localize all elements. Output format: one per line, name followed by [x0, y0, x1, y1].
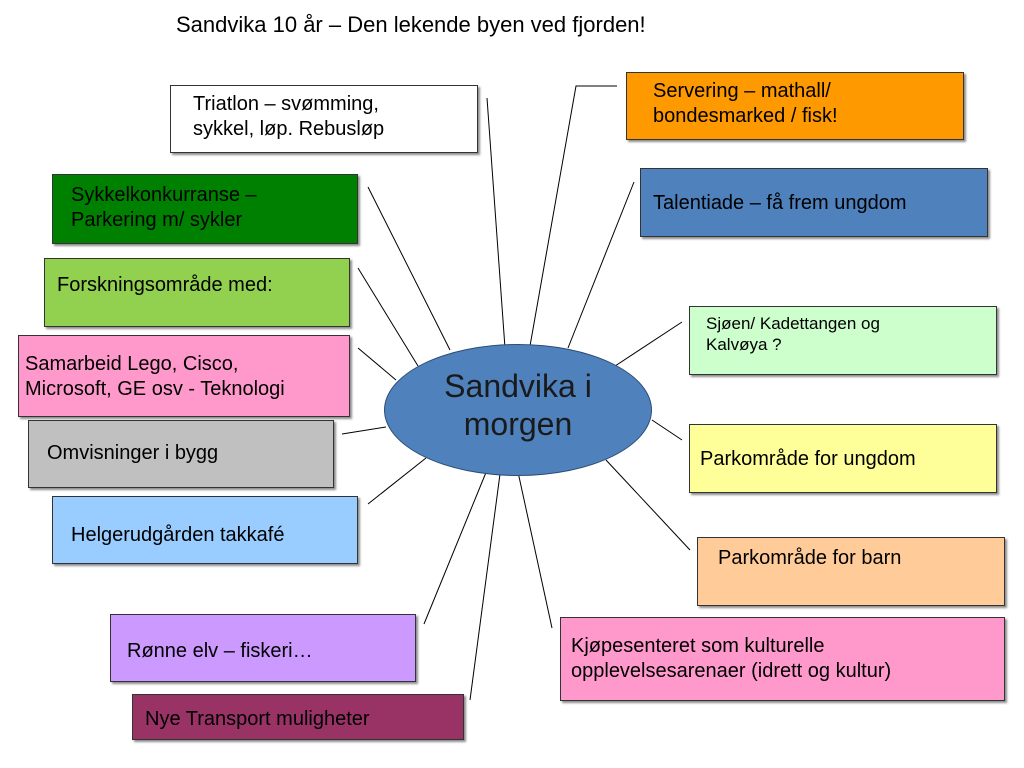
node-sykkelkonkurranse-line-1: Sykkelkonkurranse – [71, 184, 257, 206]
node-helgerud-line-1: Helgerudgården takkafé [71, 524, 285, 546]
node-park-ungdom: Parkområde for ungdom [689, 424, 997, 493]
link-forskning [357, 267, 419, 367]
node-sjoen-line-2: Kalvøya ? [706, 335, 782, 355]
node-samarbeid: Samarbeid Lego, Cisco, Microsoft, GE osv… [18, 335, 350, 417]
node-kjopesenter-line-2: opplevelsesarenaer (idrett og kultur) [571, 660, 892, 682]
diagram-title: Sandvika 10 år – Den lekende byen ved fj… [176, 12, 646, 37]
node-samarbeid-line-1: Samarbeid Lego, Cisco, [25, 353, 239, 375]
node-samarbeid-line-2: Microsoft, GE osv - Teknologi [25, 378, 285, 400]
node-kjopesenter-line-1: Kjøpesenteret som kulturelle [571, 635, 825, 657]
node-park-barn: Parkområde for barn [697, 537, 1005, 606]
node-ronne: Rønne elv – fiskeri… [110, 614, 416, 682]
link-kjopesenter [517, 471, 553, 629]
node-omvisninger-line-1: Omvisninger i bygg [47, 442, 219, 464]
node-transport-line-1: Nye Transport muligheter [145, 708, 370, 730]
node-triatlon-line-2: sykkel, løp. Rebusløp [193, 118, 385, 140]
node-ronne-line-1: Rønne elv – fiskeri… [127, 640, 313, 662]
node-kjopesenter: Kjøpesenteret som kulturelle opplevelses… [560, 617, 1005, 701]
node-park-ungdom-line-1: Parkområde for ungdom [700, 448, 916, 470]
node-triatlon: Triatlon – svømming, sykkel, løp. Rebusl… [170, 85, 478, 153]
node-sykkelkonkurranse: Sykkelkonkurranse – Parkering m/ sykler [52, 174, 358, 244]
central-topic-ellipse: Sandvika i morgen [384, 344, 652, 476]
link-servering [529, 85, 617, 347]
link-park-ungdom [651, 419, 683, 441]
node-servering: Servering – mathall/ bondesmarked / fisk… [626, 72, 964, 140]
link-park-barn [605, 459, 691, 551]
node-sykkelkonkurranse-line-2: Parkering m/ sykler [71, 209, 243, 231]
node-servering-line-2: bondesmarked / fisk! [653, 105, 838, 127]
node-talentiade: Talentiade – få frem ungdom [640, 168, 988, 237]
node-omvisninger: Omvisninger i bygg [28, 420, 334, 488]
node-sjoen-line-1: Sjøen/ Kadettangen og [706, 314, 880, 333]
link-omvisninger [341, 426, 387, 435]
link-transport [469, 473, 501, 701]
link-sjoen [611, 321, 683, 369]
link-sykkelkonkurranse [367, 186, 451, 351]
node-servering-line-1: Servering – mathall/ [653, 80, 831, 102]
link-samarbeid [357, 347, 397, 381]
node-transport: Nye Transport muligheter [132, 694, 464, 740]
link-ronne [423, 469, 488, 625]
central-topic-label: Sandvika i morgen [444, 368, 592, 442]
node-talentiade-line-1: Talentiade – få frem ungdom [653, 192, 907, 214]
node-triatlon-line-1: Triatlon – svømming, [193, 93, 379, 115]
node-helgerud: Helgerudgården takkafé [52, 496, 358, 564]
link-talentiade [567, 181, 635, 349]
node-park-barn-line-1: Parkområde for barn [718, 547, 902, 569]
link-triatlon [486, 97, 506, 349]
node-forskning-line-1: Forskningsområde med: [57, 274, 273, 296]
node-forskning: Forskningsområde med: [44, 258, 350, 327]
link-helgerud [367, 457, 427, 505]
node-sjoen: Sjøen/ Kadettangen og Kalvøya ? [689, 306, 997, 375]
